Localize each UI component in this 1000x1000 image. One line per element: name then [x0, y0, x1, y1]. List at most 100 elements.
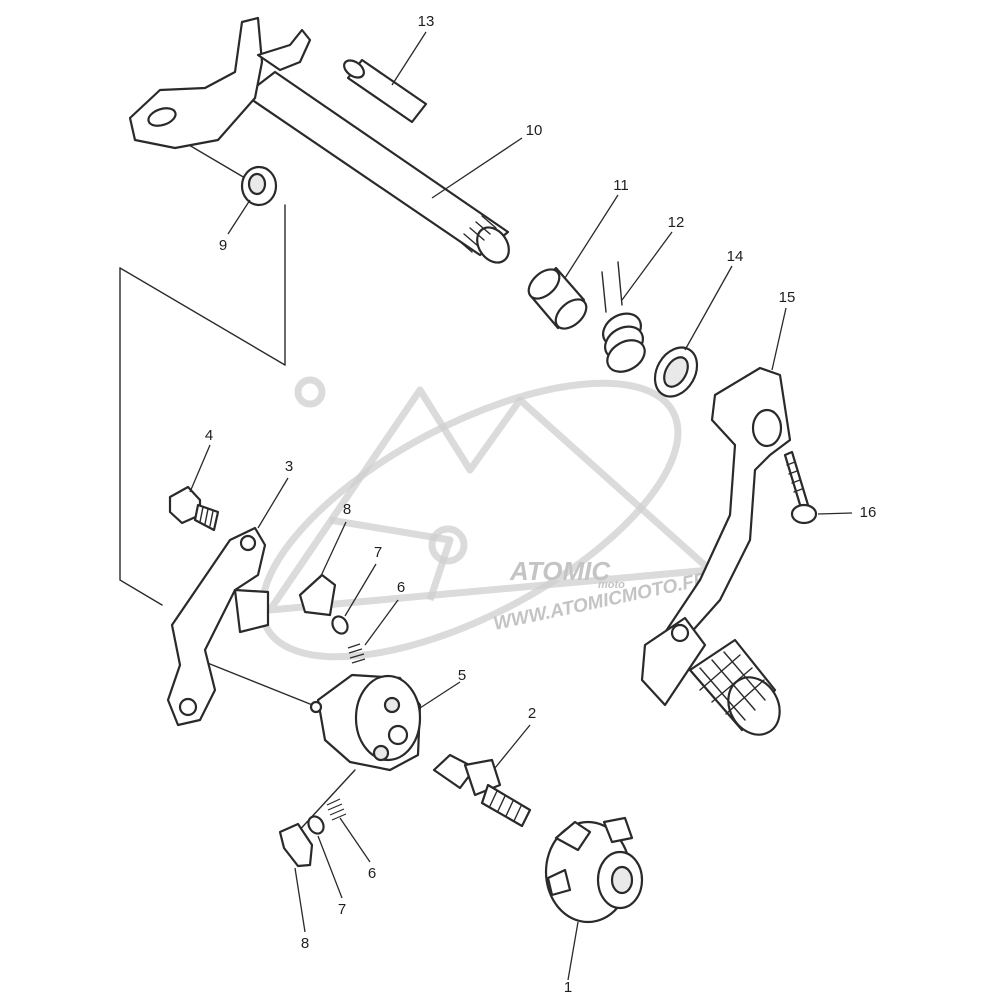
- part-shift-cam: [544, 816, 644, 924]
- shift-shaft-body: [243, 70, 510, 257]
- pawl-lower: [278, 822, 314, 868]
- part-collar: [527, 266, 588, 330]
- tip-knurling: [699, 651, 766, 721]
- dowel-pin-end: [343, 59, 365, 79]
- pedal-bolt-head: [790, 503, 818, 525]
- drum-segment-pin-hole-2: [372, 744, 390, 762]
- callout-8b: 8: [301, 935, 309, 952]
- arm-plate-slot: [147, 107, 177, 127]
- leader-2: [494, 724, 531, 769]
- callout-16: 16: [860, 504, 877, 521]
- callout-6a: 6: [397, 579, 405, 596]
- collar-top: [527, 268, 561, 300]
- callout-6b: 6: [368, 865, 376, 882]
- leader-9: [227, 199, 251, 235]
- oil-seal-inner: [663, 356, 689, 388]
- leader-14: [684, 265, 733, 351]
- watermark-brand: ATOMIC: [509, 556, 611, 586]
- spring-coil-3: [606, 339, 646, 373]
- spring-lower: [326, 798, 347, 821]
- callout-4: 4: [205, 427, 213, 444]
- pivot-bolt-head: [670, 623, 690, 643]
- spring-legs: [601, 261, 623, 313]
- leader-10: [431, 137, 523, 199]
- shift-shaft-hook: [256, 28, 312, 72]
- leader-lines: [189, 31, 853, 981]
- pin-lower: [307, 815, 325, 835]
- callout-5: 5: [458, 667, 466, 684]
- watermark-star-shape: [266, 386, 714, 614]
- phantom-line-stopper: [199, 659, 326, 711]
- leader-5: [419, 681, 461, 709]
- part-stopper-bolt: [168, 485, 220, 532]
- leader-16: [817, 512, 853, 515]
- callout-10: 10: [526, 122, 543, 139]
- pedal-bolt-shank: [783, 450, 810, 510]
- drum-segment-boss: [309, 700, 323, 714]
- callout-numbers: 1 2 3 4 5 6 6 7 7 8 8 9 10 11 12 13 14 1…: [205, 13, 877, 996]
- part-drum-segment: [309, 673, 422, 772]
- drum-segment-center: [387, 724, 409, 746]
- shift-pedal-pivot-block: [640, 616, 707, 707]
- part-washer: [240, 165, 278, 207]
- phantom-line-segment: [294, 769, 356, 836]
- leader-1: [567, 921, 579, 981]
- shift-cam-teeth: [546, 816, 634, 897]
- stopper-bolt-thread: [199, 506, 214, 527]
- part-shift-shaft: [128, 16, 510, 264]
- callout-11: 11: [613, 177, 629, 194]
- callout-3: 3: [285, 458, 293, 475]
- callout-14: 14: [727, 248, 744, 265]
- callout-12: 12: [668, 214, 685, 231]
- drum-segment-pin-hole-1: [383, 696, 401, 714]
- leader-3: [257, 477, 289, 529]
- shift-cam-bore: [610, 865, 634, 895]
- part-pedal-bolt: [783, 450, 818, 525]
- watermark-sub: moto: [598, 579, 625, 591]
- shift-pedal-tip-end: [727, 676, 781, 736]
- stopper-lever-tab: [233, 588, 270, 634]
- callout-7b: 7: [338, 901, 346, 918]
- callout-8a: 8: [343, 501, 351, 518]
- leader-13: [391, 31, 427, 86]
- part-dowel-pin: [343, 58, 428, 124]
- stopper-lever-plate: [166, 526, 267, 727]
- part-shift-pedal: [640, 366, 792, 736]
- drum-segment-face: [354, 674, 422, 762]
- watermark-small-circle-icon: [294, 376, 326, 408]
- leader-4: [189, 444, 211, 493]
- shaft-splines: [457, 215, 497, 253]
- watermark-inner-stroke: [329, 516, 454, 602]
- leader-6b: [339, 817, 371, 863]
- callout-7a: 7: [374, 544, 382, 561]
- part-segment-bolt: [432, 753, 532, 828]
- part-oil-seal: [653, 346, 699, 398]
- spring-upper: [347, 643, 366, 664]
- phantom-line-top: [119, 267, 286, 366]
- leader-6a: [364, 599, 399, 646]
- callout-9: 9: [219, 237, 227, 254]
- shift-shaft-end: [476, 226, 510, 264]
- leader-7b: [317, 835, 343, 899]
- part-pawl-set-lower: [278, 798, 347, 868]
- segment-bolt-thread: [489, 790, 522, 822]
- leader-8b: [294, 867, 306, 933]
- part-stopper-lever: [166, 526, 270, 727]
- watermark-circle-icon: [428, 525, 468, 565]
- callout-13: 13: [418, 13, 435, 30]
- segment-bolt-shank: [480, 783, 532, 828]
- shift-shaft-arm-plate: [128, 16, 264, 150]
- pawl-upper: [298, 573, 337, 617]
- pedal-bolt-thread: [786, 461, 803, 493]
- pin-upper: [331, 615, 349, 635]
- phantom-line-left: [119, 267, 163, 606]
- callout-1: 1: [564, 979, 572, 996]
- leader-11: [564, 194, 619, 279]
- part-return-spring: [601, 261, 646, 373]
- assembly-lines: [119, 124, 356, 836]
- stopper-lever-eye: [178, 697, 198, 717]
- callout-2: 2: [528, 705, 536, 722]
- washer-hole: [247, 172, 267, 196]
- part-pawl-set-upper: [298, 573, 366, 664]
